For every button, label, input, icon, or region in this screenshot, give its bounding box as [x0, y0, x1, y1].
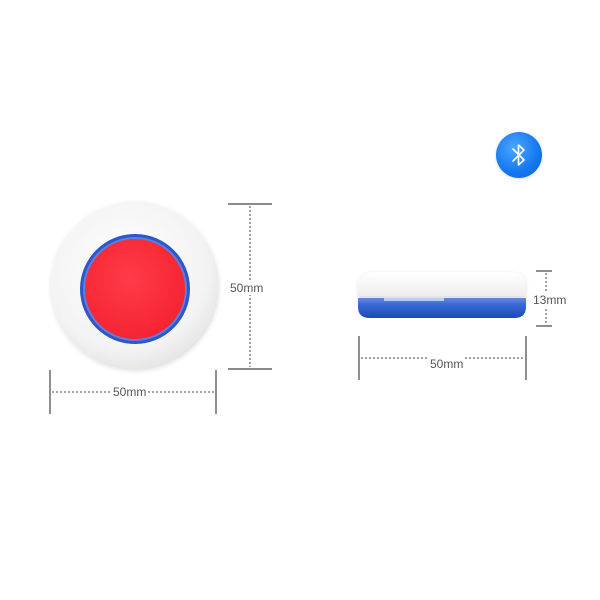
side-blue-base [358, 296, 526, 318]
front-red-button [85, 239, 185, 339]
side-base-highlight [384, 298, 444, 301]
side-width-label: 50mm [428, 357, 466, 371]
bluetooth-icon [512, 144, 525, 166]
bluetooth-badge [496, 132, 542, 178]
front-width-label: 50mm [111, 385, 149, 399]
front-height-label: 50mm [228, 281, 266, 295]
side-white-cap [358, 272, 526, 298]
side-thickness-label: 13mm [531, 293, 569, 307]
